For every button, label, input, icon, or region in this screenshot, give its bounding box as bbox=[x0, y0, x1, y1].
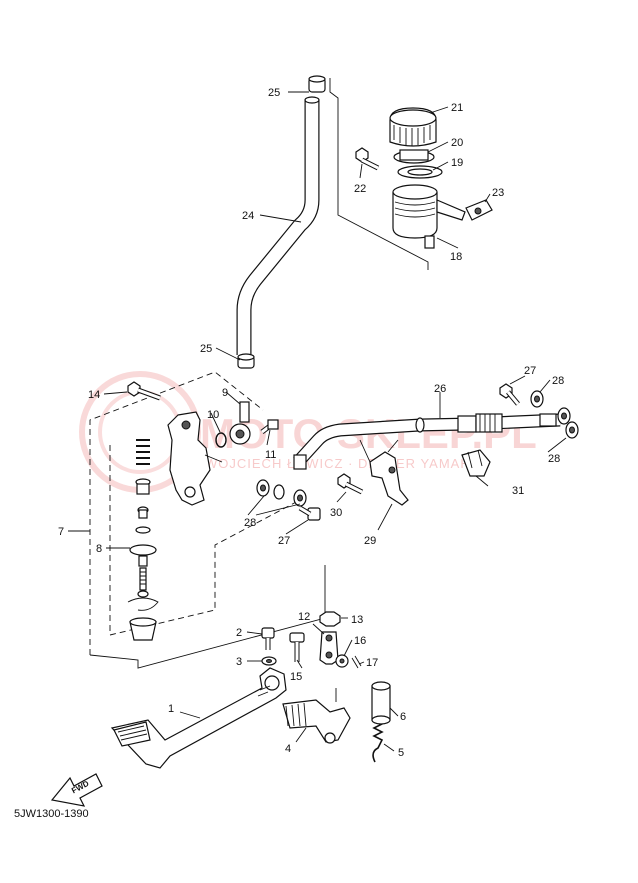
hose-clip-25-top bbox=[308, 75, 326, 93]
reservoir-guide-line bbox=[329, 78, 429, 270]
forward-direction-icon: FWD bbox=[50, 773, 103, 807]
master-cylinder-body bbox=[167, 411, 223, 506]
callout-22: 22 bbox=[354, 183, 366, 195]
cylinder-kit-7 bbox=[135, 439, 151, 534]
callout-8: 8 bbox=[96, 543, 102, 555]
callout-2: 2 bbox=[236, 627, 242, 639]
gasket-28-upper bbox=[530, 390, 544, 408]
callout-1: 1 bbox=[168, 703, 174, 715]
cylinder-assembly-outline-inner bbox=[109, 445, 301, 636]
washer-16 bbox=[335, 654, 349, 668]
clevis-pin-15 bbox=[289, 632, 305, 662]
cotter-pin-17 bbox=[351, 655, 362, 669]
callout-30: 30 bbox=[330, 507, 342, 519]
collar-6 bbox=[371, 681, 391, 725]
union-bolt-27-lower bbox=[298, 505, 321, 521]
brake-pedal-1 bbox=[110, 667, 287, 769]
hose-grommet-31 bbox=[461, 449, 491, 477]
gasket-28-lower bbox=[256, 479, 307, 507]
washer-3 bbox=[261, 656, 277, 666]
hose-bracket-29 bbox=[359, 439, 409, 506]
callout-17: 17 bbox=[366, 657, 378, 669]
union-bolt-27-upper bbox=[499, 383, 520, 406]
reservoir-tank-18 bbox=[392, 184, 466, 249]
brake-hose-26 bbox=[293, 413, 561, 470]
pedal-bolt-2 bbox=[261, 627, 275, 650]
callout-numbers: 25 21 20 19 22 23 18 24 25 14 9 10 11 7 … bbox=[58, 87, 564, 759]
clevis-12 bbox=[319, 631, 339, 665]
callout-25-top: 25 bbox=[268, 87, 280, 99]
callout-26: 26 bbox=[434, 383, 446, 395]
banjo-union-9 bbox=[229, 401, 251, 445]
callout-13: 13 bbox=[351, 614, 363, 626]
diaphragm-20 bbox=[393, 149, 435, 164]
callout-19: 19 bbox=[451, 157, 463, 169]
drawing-code: 5JW1300-1390 bbox=[14, 808, 89, 820]
callout-9: 9 bbox=[222, 387, 228, 399]
callout-18: 18 bbox=[450, 251, 462, 263]
o-ring-10 bbox=[215, 432, 227, 448]
callout-29: 29 bbox=[364, 535, 376, 547]
callout-11: 11 bbox=[265, 449, 276, 461]
callout-5: 5 bbox=[398, 747, 404, 759]
callout-31: 31 bbox=[512, 485, 524, 497]
callout-28-lower: 28 bbox=[244, 517, 256, 529]
return-spring-5 bbox=[372, 717, 384, 763]
nut-13 bbox=[319, 611, 341, 627]
callout-10: 10 bbox=[207, 409, 219, 421]
callout-27-upper: 27 bbox=[524, 365, 536, 377]
callout-14: 14 bbox=[88, 389, 100, 401]
callout-27-lower: 27 bbox=[278, 535, 290, 547]
push-rod-8 bbox=[127, 544, 159, 641]
reservoir-cap-21 bbox=[389, 107, 437, 147]
callout-21: 21 bbox=[451, 102, 463, 114]
leader-lines bbox=[68, 91, 567, 752]
callout-7: 7 bbox=[58, 526, 64, 538]
reservoir-hose-24 bbox=[236, 96, 320, 355]
watermark-sub-text: WOJCIECH ŁOWICZ · DEALER YAMAHA bbox=[205, 456, 480, 471]
pedal-boss-4 bbox=[282, 688, 351, 744]
callout-24: 24 bbox=[242, 210, 254, 222]
reservoir-bracket-23 bbox=[465, 199, 493, 221]
callout-15: 15 bbox=[290, 671, 302, 683]
cylinder-assembly-bracket-line bbox=[89, 565, 326, 669]
union-bolt-11 bbox=[260, 419, 279, 434]
callout-23: 23 bbox=[492, 187, 504, 199]
callout-28-right: 28 bbox=[548, 453, 560, 465]
callout-16: 16 bbox=[354, 635, 366, 647]
reservoir-bolt-22 bbox=[355, 147, 380, 171]
callout-12: 12 bbox=[298, 611, 310, 623]
callout-28-upper: 28 bbox=[552, 375, 564, 387]
diaphragm-plate-19 bbox=[397, 165, 443, 179]
callout-20: 20 bbox=[451, 137, 463, 149]
callout-4: 4 bbox=[285, 743, 291, 755]
gasket-28-right bbox=[557, 407, 579, 439]
hose-clip-25-lower bbox=[237, 353, 255, 369]
callout-6: 6 bbox=[400, 711, 406, 723]
cylinder-bolt-14 bbox=[127, 381, 161, 401]
callout-25-lower: 25 bbox=[200, 343, 212, 355]
bracket-bolt-30 bbox=[337, 473, 364, 495]
callout-3: 3 bbox=[236, 656, 242, 668]
